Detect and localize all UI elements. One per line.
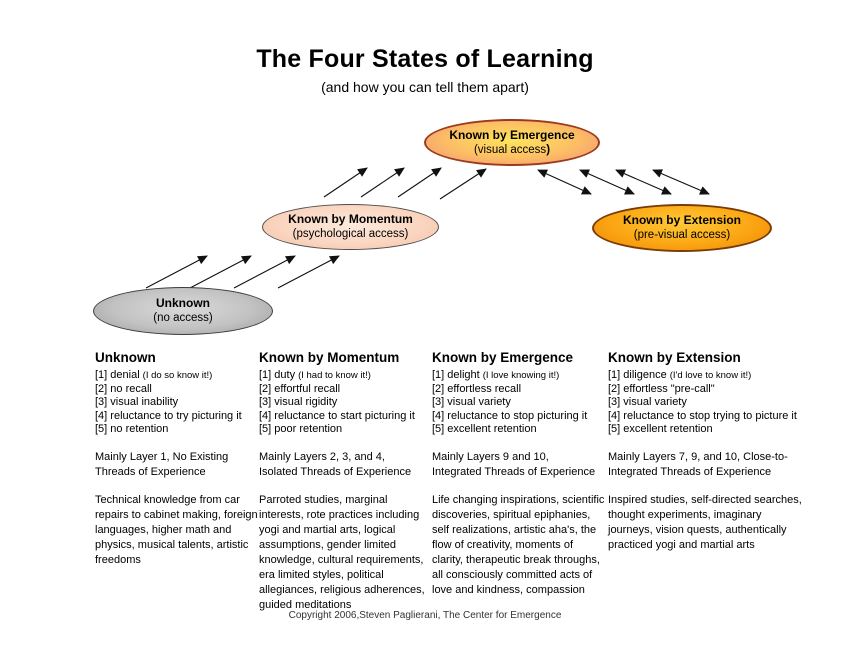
examples-text: Parroted studies, marginal interests, ro… [259,493,425,611]
node-sublabel: (no access) [153,312,213,325]
column-heading: Known by Momentum [259,350,400,365]
trait-note: (I do so know it!) [142,370,213,381]
trait-item: [1] duty(I had to know it!) [259,369,371,381]
trait-item: [1] diligence(I'd love to know it!) [608,369,752,381]
trait-item: [4] reluctance to stop picturing it [432,409,588,422]
node-label: Known by Momentum [288,212,413,227]
examples-text: Inspired studies, self-directed searches… [608,493,802,551]
trait-item: [2] effortless recall [432,382,522,395]
column-known-by-momentum: Known by Momentum [1] duty(I had to know… [259,350,430,613]
examples-text: Life changing inspirations, scientific d… [432,493,605,596]
layers-text: Mainly Layers 2, 3, and 4,Isolated Threa… [259,450,412,478]
column-heading: Known by Extension [608,350,741,365]
node-known-by-momentum: Known by Momentum (psychological access) [262,204,439,250]
trait-item: [3] visual variety [432,396,511,408]
copyright-text: Copyright 2006,Steven Paglierani, The Ce… [288,610,562,621]
node-sublabel: (psychological access) [292,228,409,241]
trait-item: [4] reluctance to try picturing it [95,409,242,422]
trait-item: [2] effortful recall [259,382,341,395]
trait-item: [2] effortless "pre-call" [608,382,715,395]
node-unknown: Unknown (no access) [93,287,273,335]
arrow-set-momentum-to-emergence [323,167,487,200]
column-heading: Unknown [95,350,156,365]
layers-text: Mainly Layers 9 and 10,Integrated Thread… [432,450,596,478]
trait-item: [4] reluctance to stop trying to picture… [608,409,797,422]
trait-item: [5] no retention [95,423,169,435]
arrow-set-unknown-to-momentum [145,255,340,289]
column-known-by-extension: Known by Extension [1] diligence(I'd lov… [608,350,808,553]
trait-item: [3] visual variety [608,396,687,408]
examples-text: Technical knowledge from car repairs to … [95,493,258,566]
trait-item: [1] denial(I do so know it!) [95,369,213,381]
trait-item: [5] poor retention [259,423,343,435]
trait-note: (I had to know it!) [298,370,371,381]
node-sublabel: (pre-visual access) [633,229,731,242]
node-sublabel: (visual access) [473,143,551,156]
node-known-by-emergence: Known by Emergence (visual access) [424,119,600,166]
layers-text: Mainly Layers 7, 9, and 10, Close-to-Int… [608,450,788,478]
trait-item: [2] no recall [95,382,152,395]
column-heading: Known by Emergence [432,350,574,365]
node-label: Known by Emergence [449,127,575,142]
trait-item: [1] delight(I love knowing it!) [432,369,560,381]
trait-item: [3] visual inability [95,396,179,408]
page-title: The Four States of Learning [256,45,594,73]
trait-item: [5] excellent retention [608,423,713,435]
trait-item: [4] reluctance to start picturing it [259,409,415,422]
trait-note: (I love knowing it!) [482,370,560,381]
node-label: Known by Extension [622,213,741,228]
column-unknown: Unknown [1] denial(I do so know it!) [2]… [95,350,259,568]
page-subtitle: (and how you can tell them apart) [321,79,529,95]
arrow-set-emergence-extension-bidirectional [537,169,710,195]
trait-note: (I'd love to know it!) [669,370,752,381]
node-label: Unknown [156,296,210,311]
trait-item: [5] excellent retention [432,423,537,435]
column-known-by-emergence: Known by Emergence [1] delight(I love kn… [432,350,606,598]
trait-item: [3] visual rigidity [259,396,338,408]
node-known-by-extension: Known by Extension (pre-visual access) [592,204,772,252]
